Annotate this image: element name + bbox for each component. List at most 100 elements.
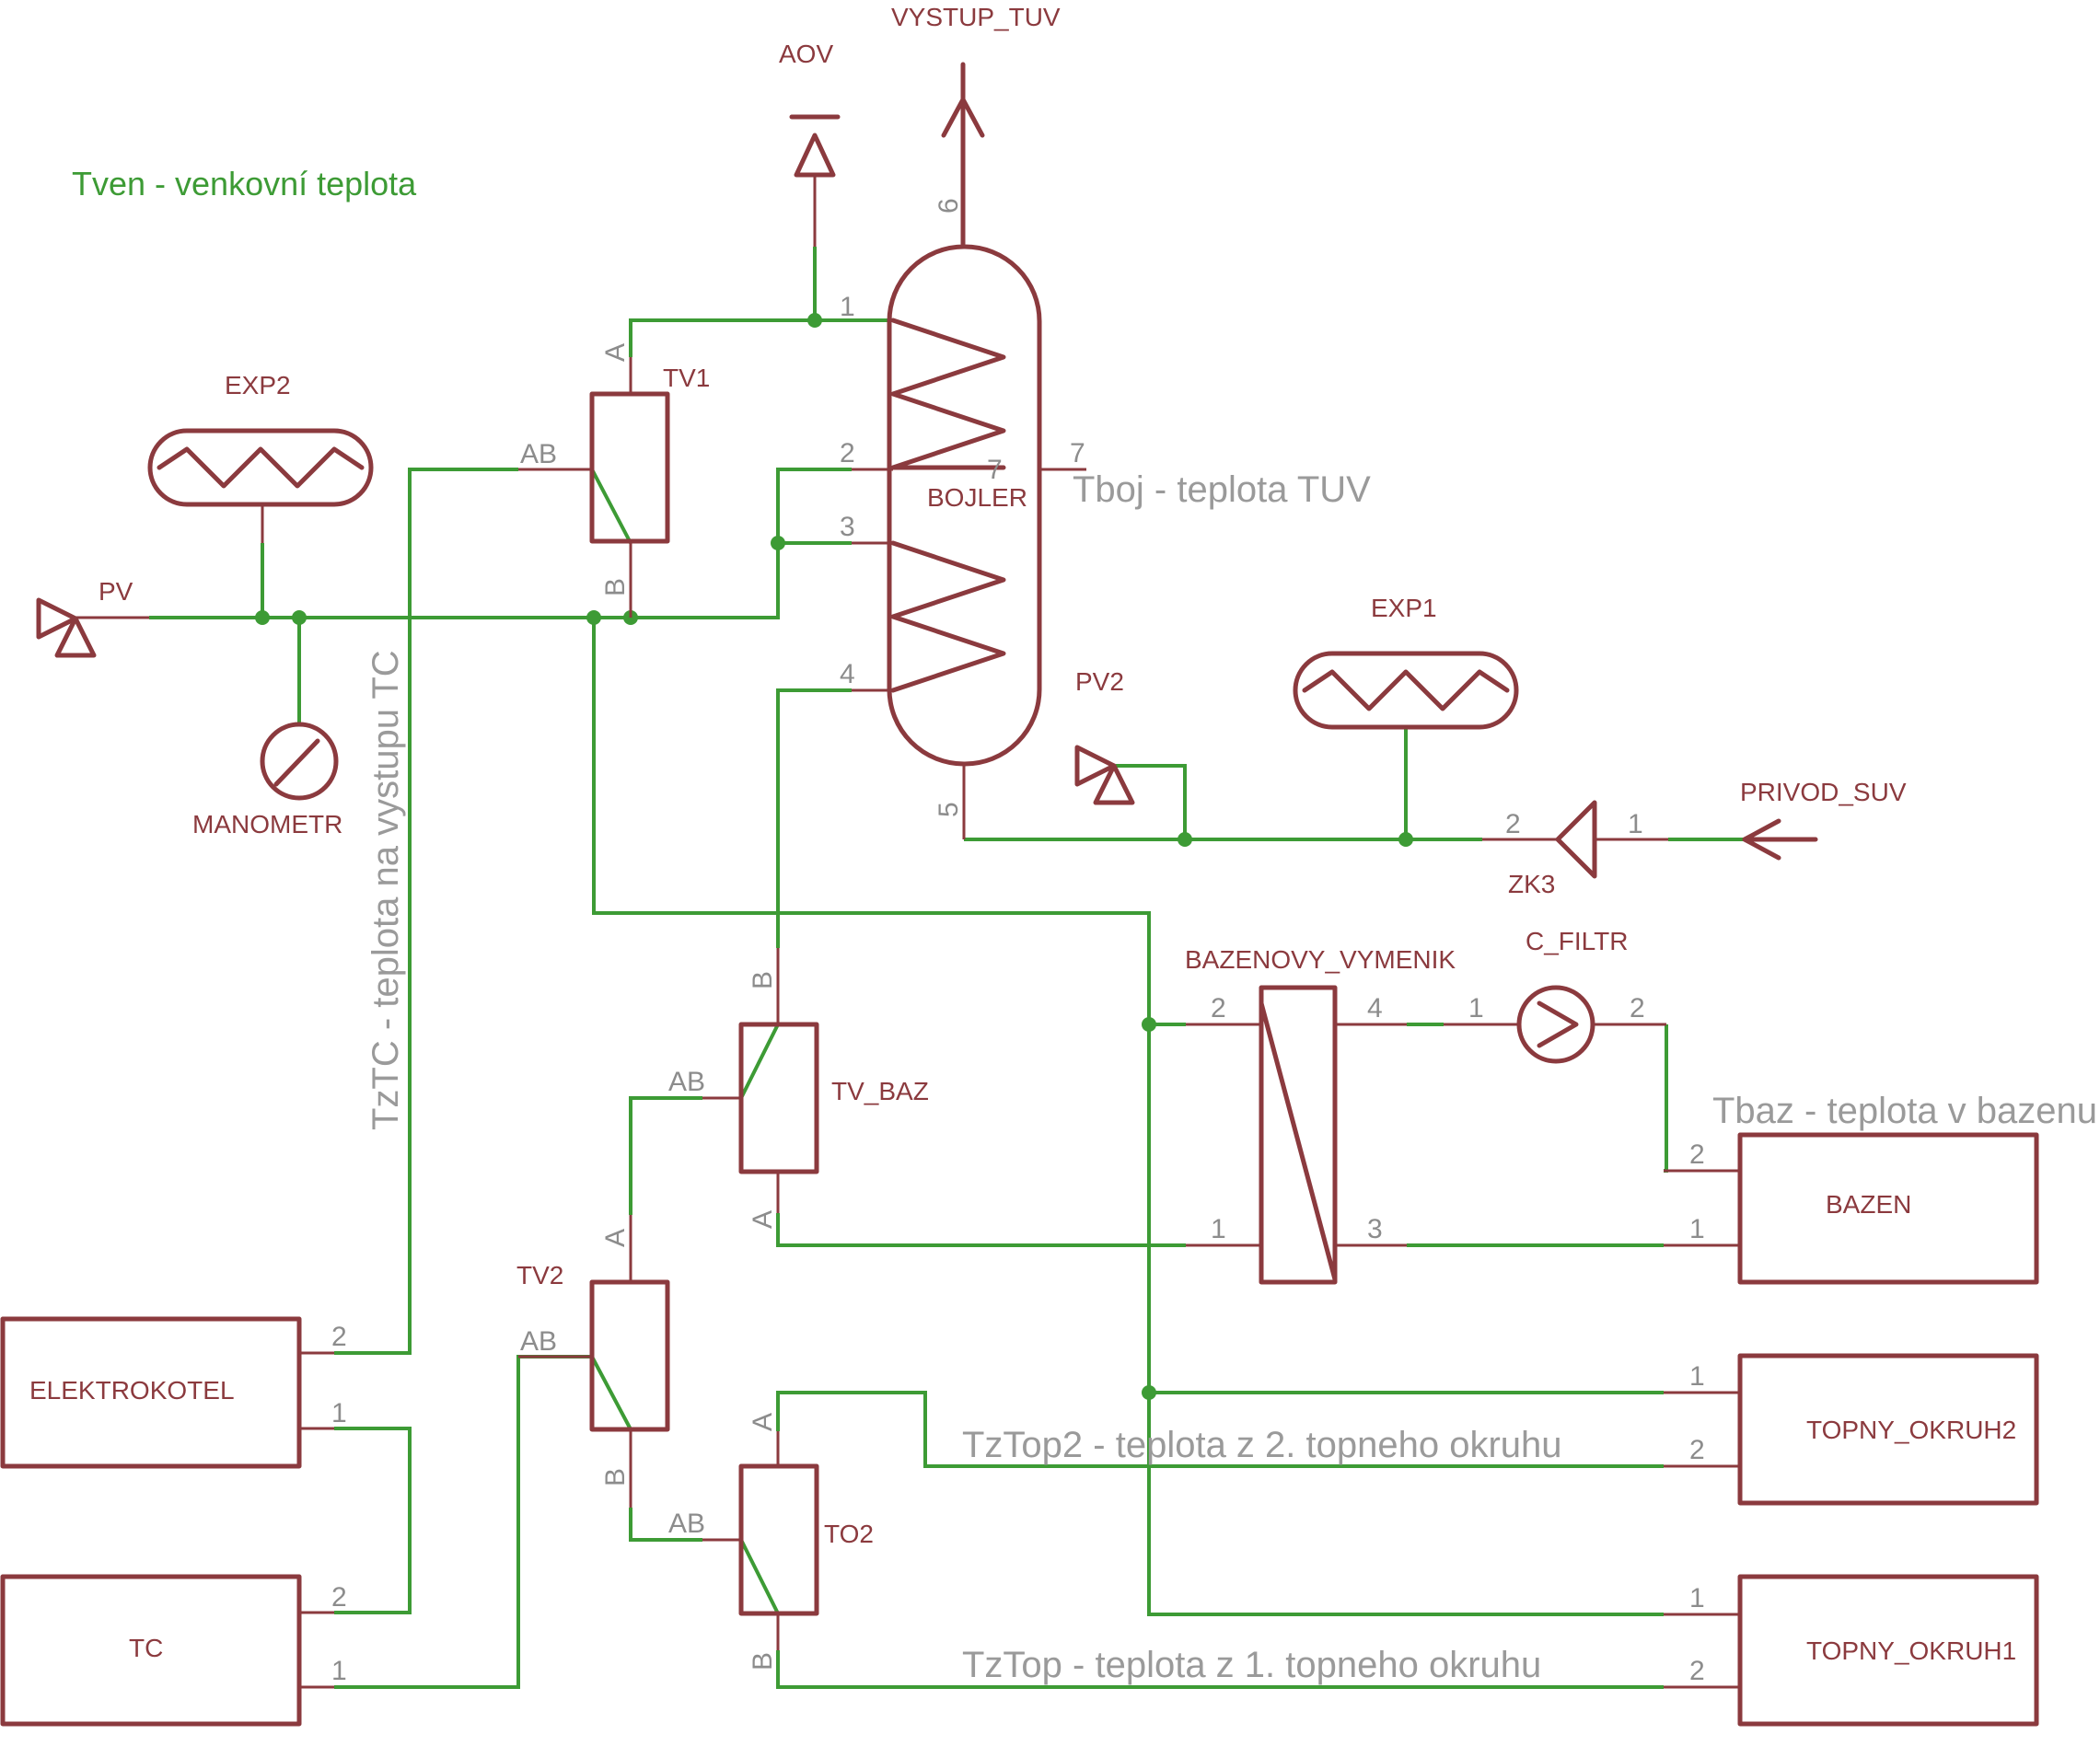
topny-okruh1-circuit[interactable]	[1664, 1574, 2039, 1727]
label-aov: AOV	[779, 40, 833, 68]
junction-dot	[807, 313, 822, 328]
pin-label: 1	[1211, 1214, 1226, 1244]
junction-dot	[1178, 832, 1192, 847]
pin-label: 2	[1689, 1139, 1705, 1170]
privod-suv-arrow-icon	[1742, 818, 1818, 861]
bojler-tank[interactable]	[852, 244, 1086, 839]
tv-baz-valve[interactable]	[702, 948, 819, 1213]
junction-dot	[292, 610, 307, 625]
component-labels: AOV VYSTUP_TUV EXP2 TV1 PV BOJLER MANOME…	[29, 3, 2016, 1665]
pv2-safety-valve[interactable]	[1074, 745, 1135, 805]
vystup-tuv-arrow-icon	[941, 62, 985, 247]
label-privod-suv: PRIVOD_SUV	[1740, 778, 1907, 806]
pin-label: 1	[1628, 809, 1643, 839]
junction-dot	[1398, 832, 1413, 847]
wire-tv2-internal	[590, 1356, 632, 1430]
pin-label: 1	[331, 1398, 347, 1428]
wire-tv1-internal	[590, 468, 632, 544]
pin-label: 5	[934, 802, 964, 817]
pin-label: A	[600, 343, 631, 362]
topny-okruh2-circuit[interactable]	[1664, 1353, 2039, 1506]
note-tztc: TzTC - teplota na vystupu TC	[365, 650, 406, 1130]
bazenovy-vymenik-exchanger[interactable]	[1186, 985, 1407, 1285]
wire-to2-internal	[739, 1539, 780, 1614]
note-tven: Tven - venkovní teplota	[72, 165, 417, 202]
label-tv1: TV1	[663, 364, 710, 392]
wire-return-main	[592, 618, 1664, 1616]
zk3-check-valve[interactable]	[1482, 800, 1668, 879]
pin-label: A	[748, 1210, 778, 1229]
exp1-expansion-tank[interactable]	[1293, 651, 1519, 730]
pin-label: 1	[1689, 1214, 1705, 1244]
label-manometr: MANOMETR	[192, 810, 342, 838]
tv2-valve[interactable]	[518, 1215, 670, 1508]
label-bazenovy-vymenik: BAZENOVY_VYMENIK	[1185, 945, 1456, 974]
label-elektrokotel: ELEKTROKOTEL	[29, 1376, 235, 1405]
note-tboj: Tboj - teplota TUV	[1073, 469, 1371, 510]
wire-bojler4-tvbaz	[776, 688, 852, 948]
pin-label: AB	[668, 1067, 705, 1097]
pin-label: 3	[840, 512, 855, 542]
wire-tv2b-to2ab	[629, 1508, 702, 1542]
pin-label: 2	[1689, 1435, 1705, 1465]
wire-to2a-okruh2	[776, 1391, 1664, 1468]
annotations: Tven - venkovní teplota Tboj - teplota T…	[72, 165, 2097, 1685]
wire-filtr-bazen2	[1664, 1024, 1668, 1173]
exp2-expansion-tank[interactable]	[147, 428, 374, 543]
junctions	[255, 313, 1413, 1400]
wires	[149, 247, 1816, 1689]
elektrokotel-boiler[interactable]	[0, 1316, 334, 1469]
aov-valve[interactable]	[789, 114, 841, 247]
pin-label: AB	[668, 1509, 705, 1539]
label-pv: PV	[99, 577, 133, 606]
pin-label: A	[600, 1229, 631, 1247]
wire-pv-main	[149, 468, 852, 619]
label-vystup-tuv: VYSTUP_TUV	[891, 3, 1061, 31]
label-pv2: PV2	[1075, 667, 1124, 696]
c-filtr-pump-icon[interactable]	[1444, 985, 1666, 1064]
pin-label: B	[600, 1468, 631, 1486]
note-tztop2: TzTop2 - teplota z 2. topneho okruhu	[962, 1425, 1562, 1465]
pin-label: B	[600, 578, 631, 596]
pin-label: 7	[1070, 438, 1085, 468]
wire-tv1a-bojler1	[629, 318, 893, 357]
label-c-filtr: C_FILTR	[1526, 927, 1629, 955]
label-topny-okruh1: TOPNY_OKRUH1	[1806, 1636, 2016, 1665]
note-tztop: TzTop - teplota z 1. topneho okruhu	[962, 1645, 1541, 1685]
pin-label: 2	[331, 1582, 347, 1613]
wire-elektrokotel1-tc2	[334, 1427, 412, 1614]
junction-dot	[771, 536, 785, 550]
manometr-gauge-icon[interactable]	[260, 722, 339, 801]
note-tbaz: Tbaz - teplota v bazenu	[1712, 1091, 2097, 1131]
pin-label: 1	[1468, 993, 1484, 1023]
label-zk3: ZK3	[1508, 870, 1555, 898]
pin-labels: 1 2 3 4 5 6 7 7 A AB B 2 1 B AB A 2 4 1 …	[331, 198, 1705, 1686]
junction-dot	[255, 610, 270, 625]
tv1-valve[interactable]	[518, 357, 670, 618]
pin-label: 7	[987, 455, 1003, 485]
junction-dot	[1142, 1017, 1156, 1032]
label-tc: TC	[129, 1634, 163, 1662]
wire-tvbaz-ab	[629, 1096, 702, 1215]
label-tv-baz: TV_BAZ	[831, 1077, 929, 1105]
pin-label: 1	[840, 292, 855, 322]
wire-tv2ab-tc1	[334, 1355, 592, 1689]
to2-valve[interactable]	[702, 1431, 819, 1650]
pin-label: 2	[1211, 993, 1226, 1023]
pin-label: AB	[520, 439, 557, 469]
pin-label: 2	[1630, 993, 1645, 1023]
pin-label: 2	[840, 438, 855, 468]
pin-label: 6	[934, 198, 964, 214]
wire-tvbaz-internal	[739, 1023, 780, 1099]
pv-safety-valve[interactable]	[36, 597, 149, 658]
pin-label: 1	[331, 1656, 347, 1686]
pin-label: B	[748, 1652, 778, 1671]
pin-label: B	[748, 971, 778, 989]
bazen-pool[interactable]	[1664, 1132, 2039, 1285]
label-topny-okruh2: TOPNY_OKRUH2	[1806, 1416, 2016, 1444]
tc-heat-pump[interactable]	[0, 1574, 334, 1727]
pin-label: 2	[331, 1322, 347, 1352]
pin-label: 1	[1689, 1583, 1705, 1613]
label-bazen: BAZEN	[1826, 1190, 1911, 1219]
label-to2: TO2	[824, 1520, 874, 1548]
